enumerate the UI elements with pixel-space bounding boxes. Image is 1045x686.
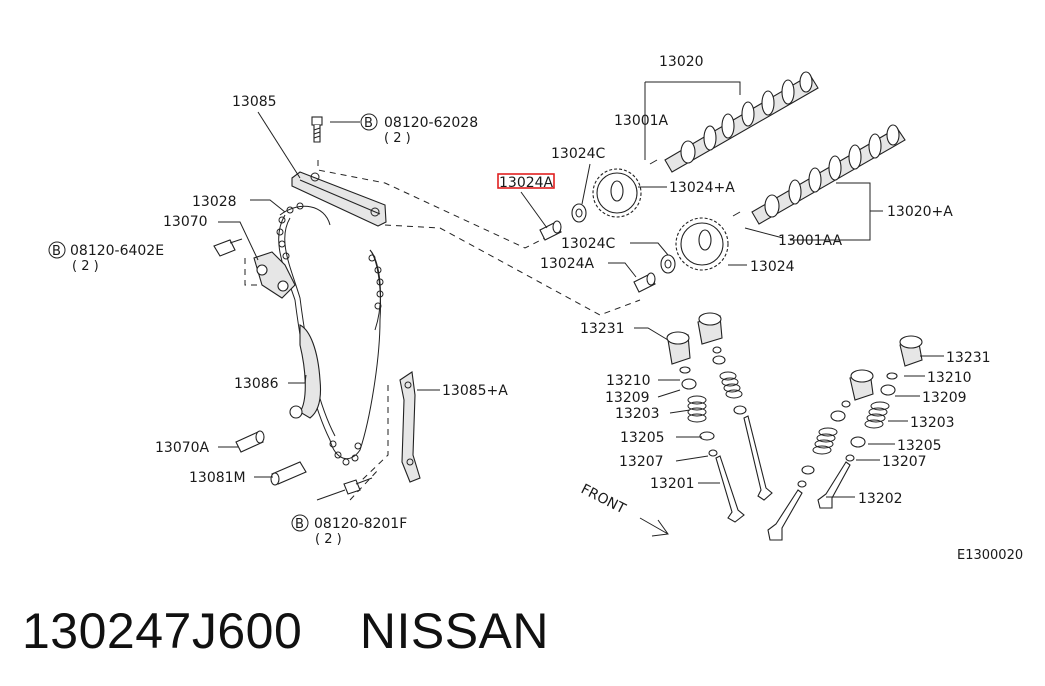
label-13028: 13028 xyxy=(192,194,237,210)
camshaft-upper xyxy=(649,71,819,173)
label-13085: 13085 xyxy=(232,94,277,110)
sprocket-upper xyxy=(592,168,642,218)
bolt-callout-3: B 08120-8201F ( 2 ) xyxy=(291,514,407,547)
chain-guide-slack xyxy=(289,324,322,419)
label-front: FRONT xyxy=(578,481,628,517)
bolt-marker: B xyxy=(52,244,61,259)
bolt-lower xyxy=(343,477,373,495)
label-13202: 13202 xyxy=(858,491,903,507)
sprocket-bolt-lower xyxy=(633,272,656,293)
part-number: 130247J600 xyxy=(22,603,303,659)
bolt-tensioner xyxy=(213,238,243,257)
bolt-marker: B xyxy=(295,517,304,532)
sprocket-bolt-upper xyxy=(539,220,562,241)
caption-gap xyxy=(302,603,360,659)
part-caption: 130247J600 NISSAN xyxy=(22,596,549,666)
label-13085-plus-A: 13085+A xyxy=(442,383,508,399)
leader-lines xyxy=(218,81,944,501)
label-13210-right: 13210 xyxy=(927,370,972,386)
label-13209-right: 13209 xyxy=(922,390,967,406)
label-13081M: 13081M xyxy=(189,470,246,486)
bolt-callout-1: B 08120-62028 ( 2 ) xyxy=(330,113,478,146)
label-13070: 13070 xyxy=(163,214,208,230)
label-13203-right: 13203 xyxy=(910,415,955,431)
label-13024A: 13024A xyxy=(540,256,595,272)
chain-guide-vertical xyxy=(399,371,421,483)
bolt-qty: ( 2 ) xyxy=(384,131,411,146)
part-labels: 13020 13085 13001A 13024C 13024A 13024+A… xyxy=(155,54,1023,563)
bolt-code: 08120-8201F xyxy=(314,516,407,532)
washer-lower xyxy=(660,254,676,274)
chain-guide-upper xyxy=(291,171,387,227)
bolt-marker: B xyxy=(364,116,373,131)
tensioner-plunger xyxy=(235,430,265,453)
brand-name: NISSAN xyxy=(359,603,550,659)
sprocket-lower xyxy=(675,217,729,271)
valve-train-left xyxy=(666,312,773,523)
label-13020-plus-A: 13020+A xyxy=(887,204,953,220)
label-13207-right: 13207 xyxy=(882,454,927,470)
bolt-upper xyxy=(311,116,323,143)
label-13207-left: 13207 xyxy=(619,454,664,470)
label-13024: 13024 xyxy=(750,259,795,275)
label-13205-left: 13205 xyxy=(620,430,665,446)
bolt-code: 08120-62028 xyxy=(384,115,478,131)
label-13024C-top: 13024C xyxy=(551,146,606,162)
timing-chain xyxy=(276,202,384,466)
label-13001A: 13001A xyxy=(614,113,669,129)
chain-tensioner xyxy=(253,251,296,299)
label-13201: 13201 xyxy=(650,476,695,492)
bolt-code: 08120-6402E xyxy=(70,243,164,259)
label-13231-left: 13231 xyxy=(580,321,625,337)
label-13020: 13020 xyxy=(659,54,704,70)
label-13209-left: 13209 xyxy=(605,390,650,406)
label-13024C: 13024C xyxy=(561,236,616,252)
label-13024A-highlight: 13024A xyxy=(499,175,554,191)
label-13024-plus-A: 13024+A xyxy=(669,180,735,196)
front-arrow-icon xyxy=(639,517,669,537)
bolt-qty: ( 2 ) xyxy=(72,259,99,274)
bolt-qty: ( 2 ) xyxy=(315,532,342,547)
parts-diagram: 13020 13085 13001A 13024C 13024A 13024+A… xyxy=(48,54,1023,563)
label-13086: 13086 xyxy=(234,376,279,392)
camshaft-lower xyxy=(732,124,906,225)
label-13070A: 13070A xyxy=(155,440,210,456)
highlight-box xyxy=(497,173,555,189)
label-13231-right: 13231 xyxy=(946,350,991,366)
label-13210-left: 13210 xyxy=(606,373,651,389)
label-13001AA: 13001AA xyxy=(778,233,843,249)
diagram-code: E1300020 xyxy=(957,548,1023,563)
label-13205-right: 13205 xyxy=(897,438,942,454)
valve-train-right xyxy=(767,335,923,541)
assembly-dashed-lines xyxy=(244,160,641,501)
tensioner-pin xyxy=(270,461,307,486)
bolt-callout-2: B 08120-6402E ( 2 ) xyxy=(48,241,164,274)
washer-upper xyxy=(571,203,587,223)
label-13203-left: 13203 xyxy=(615,406,660,422)
